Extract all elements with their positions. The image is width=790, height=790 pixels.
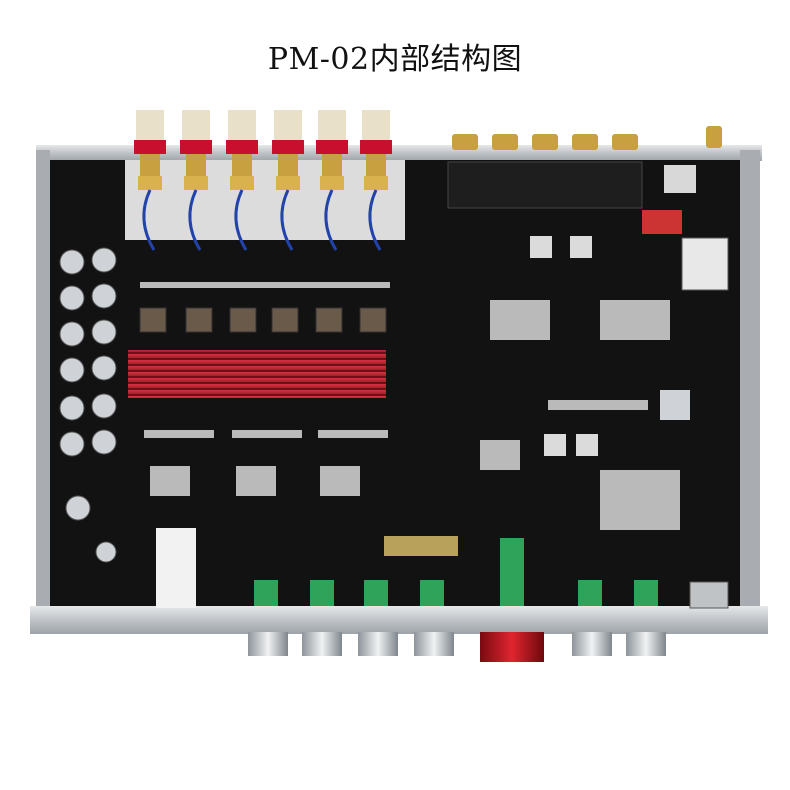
front-panel [30,606,768,634]
front-knobs [248,632,666,662]
chassis-left-rail [36,150,50,620]
volume-knob [480,632,544,662]
green-connectors [254,538,658,606]
output-inductors [139,307,387,333]
usb-port [689,581,729,609]
rca-input-jacks [447,126,722,209]
page-title: PM-02内部结构图 [267,42,523,77]
chassis-right-rail [740,150,760,620]
gold-label-plate [384,536,458,556]
heatsink [128,350,386,398]
bluetooth-module [681,237,729,291]
filter-capacitors [59,247,117,563]
smd-components [140,236,680,530]
speaker-binding-posts [134,110,392,251]
ribbon-cable [156,528,196,608]
